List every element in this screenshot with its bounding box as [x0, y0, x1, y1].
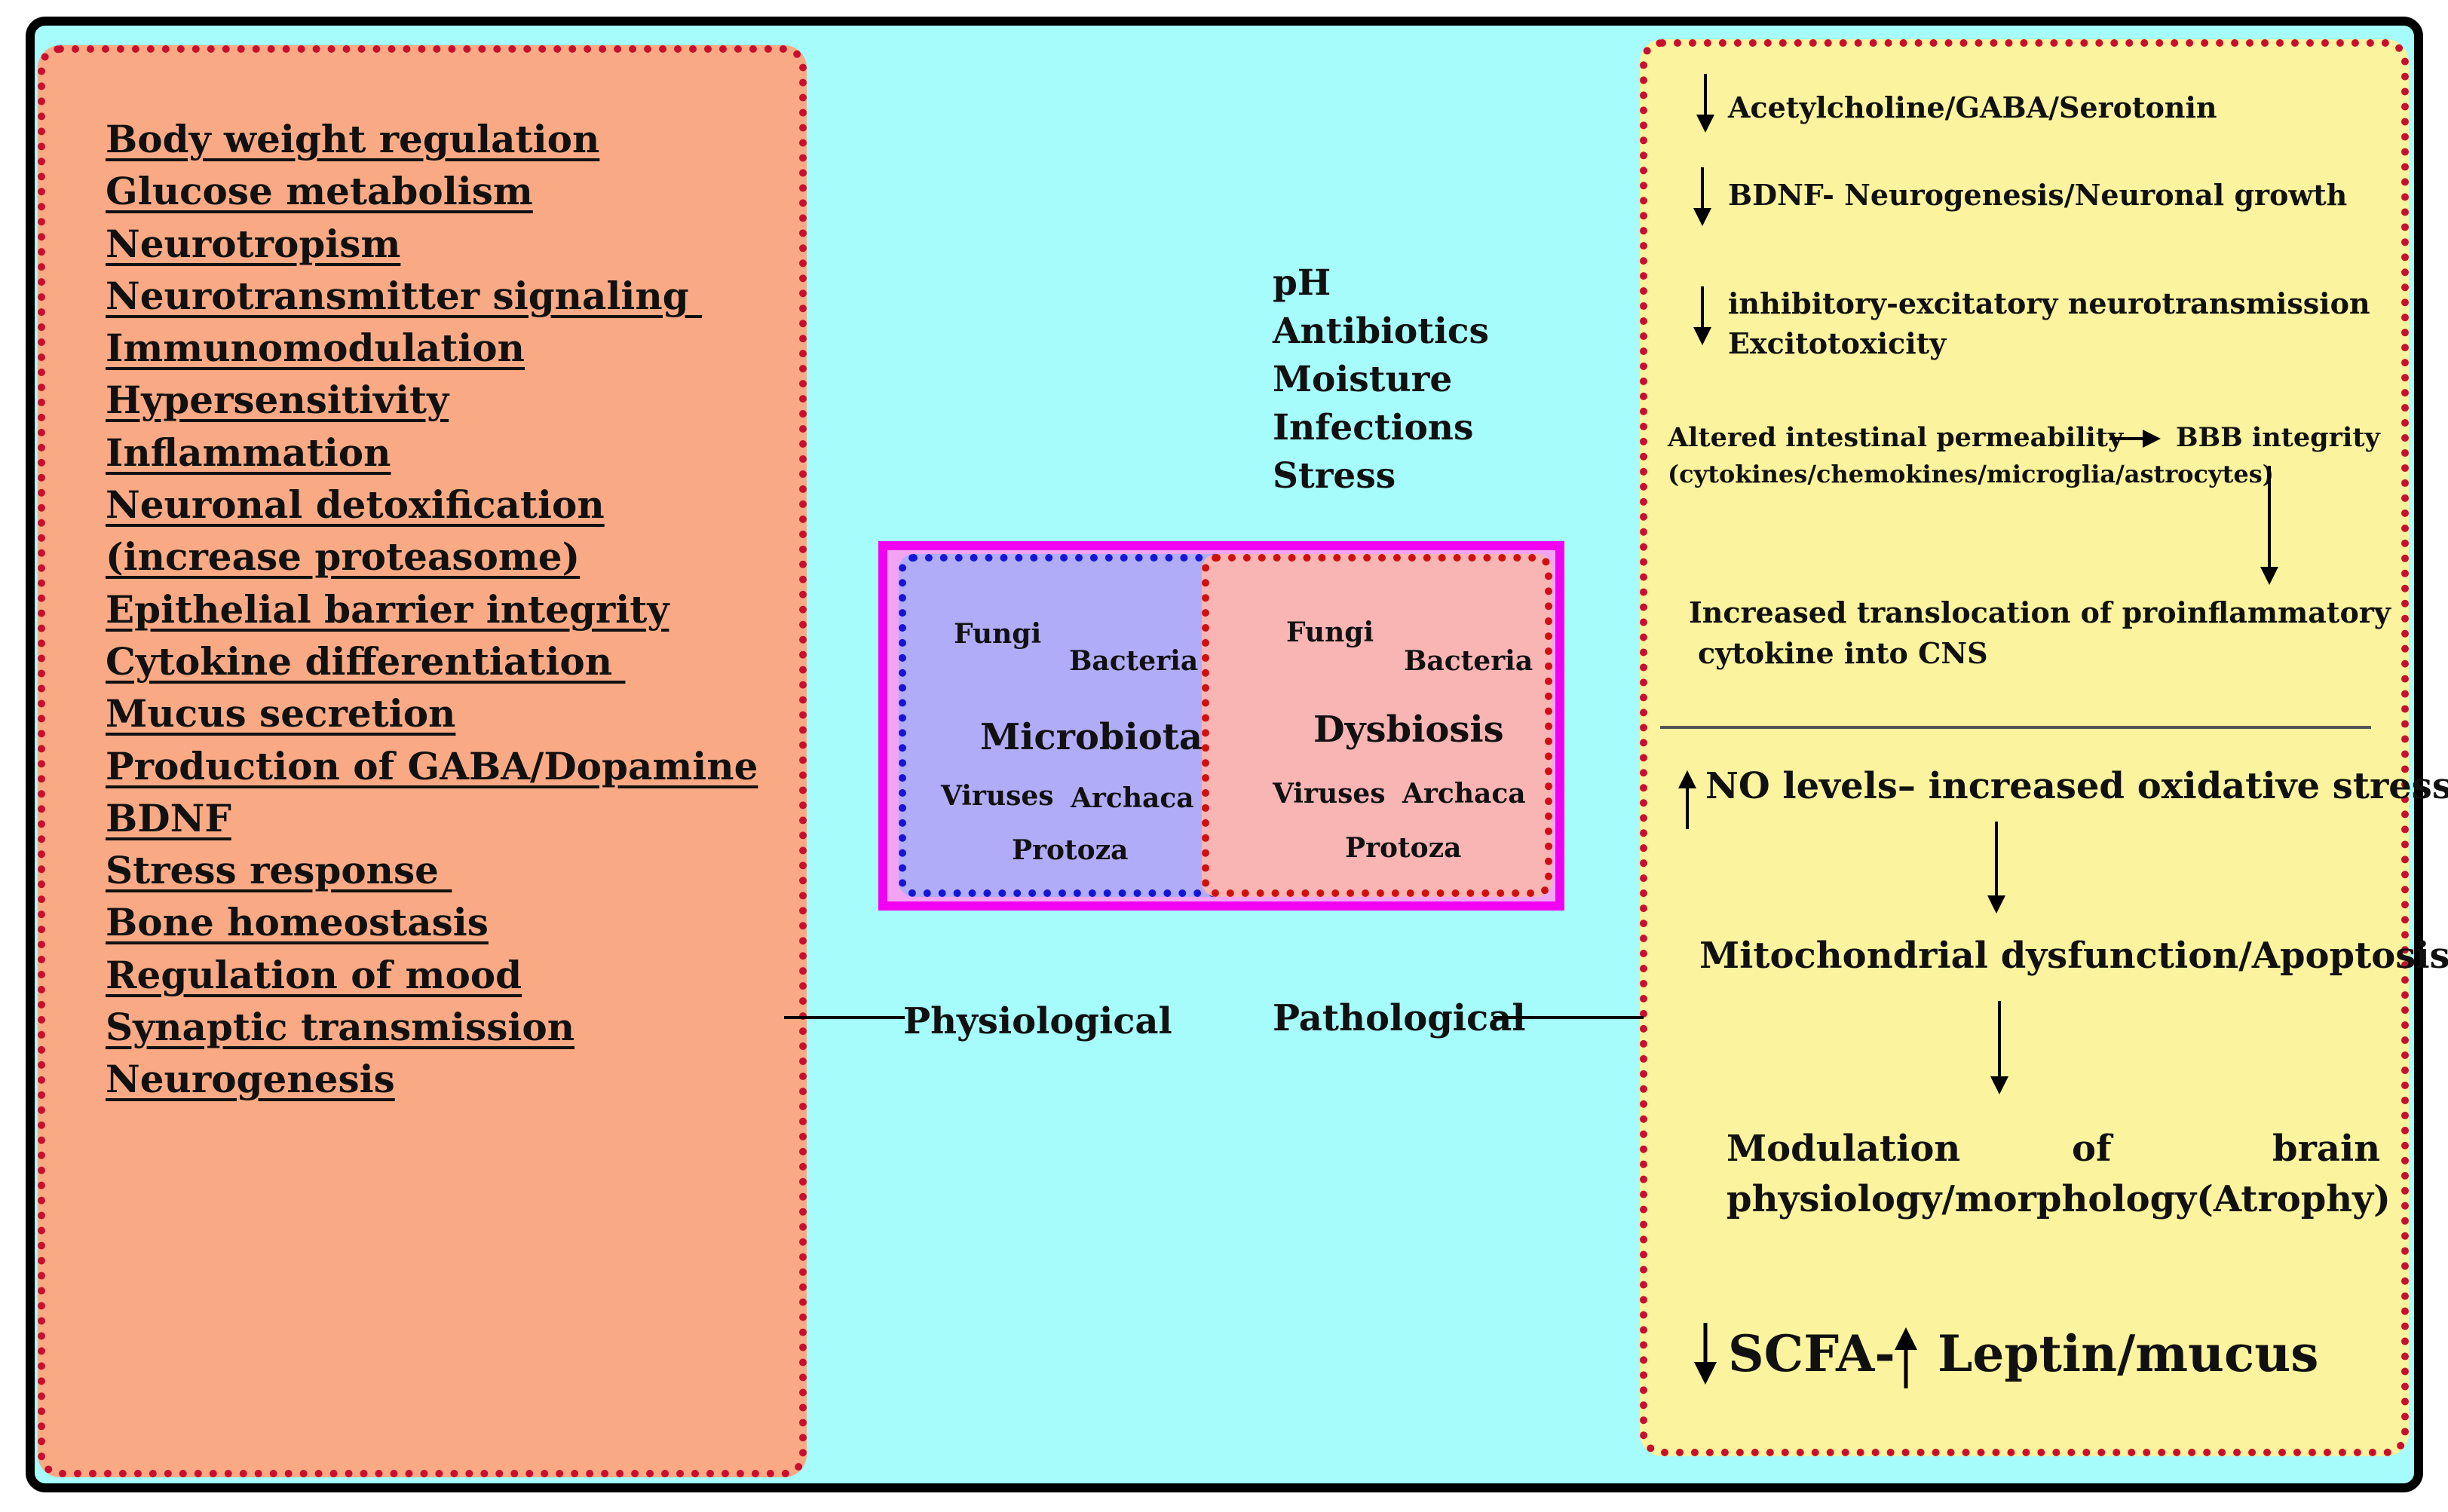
dysbiosis-box	[1202, 554, 1552, 897]
physiological-function-item: Inflammation	[106, 430, 391, 475]
bdnf-decrease-text: BDNF- Neurogenesis/Neuronal growth	[1728, 178, 2348, 212]
right-panel-divider	[1660, 726, 2371, 729]
scfa-text: SCFA-	[1728, 1324, 1895, 1383]
physiological-function-item: Epithelial barrier integrity	[106, 586, 669, 632]
physiological-function-item: BDNF	[106, 795, 231, 840]
physiological-function-item: Body weight regulation	[106, 117, 600, 161]
physiological-function-item: Regulation of mood	[106, 952, 522, 997]
physiological-function-item: Bone homeostasis	[106, 900, 489, 945]
dysbiosis-bacteria: Bacteria	[1404, 645, 1533, 677]
microbiota-fungi: Fungi	[954, 618, 1042, 650]
environmental-factors: pH Antibiotics Moisture Infections Stres…	[1273, 259, 1489, 500]
dysbiosis-viruses: Viruses	[1273, 778, 1386, 810]
atrophy-text: physiology/morphology(Atrophy)	[1726, 1178, 2391, 1220]
dysbiosis-protoza: Protoza	[1345, 832, 1462, 864]
of-word: of	[2072, 1128, 2112, 1170]
factor-ph: pH	[1273, 262, 1331, 304]
physiological-function-item: Neurotropism	[106, 221, 401, 266]
physiological-label: Physiological	[903, 1000, 1172, 1042]
physiological-function-item: Cytokine differentiation	[106, 638, 626, 684]
microbiota-archaca: Archaca	[1071, 782, 1194, 814]
translocation-text: Increased translocation of proinflammato…	[1689, 595, 2391, 629]
microbiota-box	[899, 554, 1242, 897]
dysbiosis-title: Dysbiosis	[1313, 709, 1504, 751]
physiological-function-item: Immunomodulation	[106, 326, 525, 371]
physiological-function-item: Neuronal detoxification	[106, 482, 605, 528]
cns-text: cytokine into CNS	[1698, 636, 1988, 670]
intestinal-permeability-text: Altered intestinal permeability	[1668, 422, 2124, 453]
physiological-function-item: Production of GABA/Dopamine	[106, 743, 758, 788]
pathological-label: Pathological	[1273, 997, 1526, 1039]
physiological-functions-panel	[38, 45, 807, 1477]
physiological-function-item: Neurogenesis	[106, 1057, 395, 1102]
microbiota-viruses: Viruses	[941, 780, 1054, 812]
oxidative-stress-text: NO levels– increased oxidative stress	[1705, 765, 2448, 807]
neurotransmitter-decrease-text: Acetylcholine/GABA/Serotonin	[1728, 90, 2217, 124]
dysbiosis-archaca: Archaca	[1402, 778, 1526, 810]
physiological-function-item: Synaptic transmission	[106, 1005, 575, 1050]
microbiota-protoza: Protoza	[1012, 834, 1129, 866]
microbiota-bacteria: Bacteria	[1069, 645, 1199, 677]
physiological-function-item: (increase proteasome)	[106, 534, 581, 580]
modulation-word: Modulation	[1726, 1128, 1961, 1170]
physiological-function-item: Neurotransmitter signaling	[106, 273, 703, 318]
factor-moisture: Moisture	[1273, 359, 1453, 400]
bbb-integrity-text: BBB integrity	[2176, 422, 2380, 453]
factor-antibiotics: Antibiotics	[1273, 311, 1489, 352]
factor-infections: Infections	[1273, 407, 1474, 448]
neurotransmission-text: inhibitory-excitatory neurotransmission	[1728, 286, 2370, 320]
leptin-mucus-text: Leptin/mucus	[1938, 1324, 2319, 1383]
physiological-function-item: Glucose metabolism	[106, 169, 533, 214]
brain-word: brain	[2272, 1128, 2381, 1170]
pathological-effects-panel	[1640, 39, 2409, 1456]
dysbiosis-fungi: Fungi	[1286, 617, 1374, 648]
factor-stress: Stress	[1273, 455, 1396, 497]
physiological-function-item: Mucus secretion	[106, 691, 456, 736]
microbiota-title: Microbiota	[980, 716, 1203, 758]
physiological-function-item: Stress response	[106, 848, 452, 893]
mitochondrial-text: Mitochondrial dysfunction/Apoptosis	[1699, 935, 2448, 977]
physiological-function-item: Hypersensitivity	[106, 378, 449, 423]
excitotoxicity-text: Excitotoxicity	[1728, 326, 1947, 360]
cytokines-text: (cytokines/chemokines/microglia/astrocyt…	[1668, 460, 2274, 488]
